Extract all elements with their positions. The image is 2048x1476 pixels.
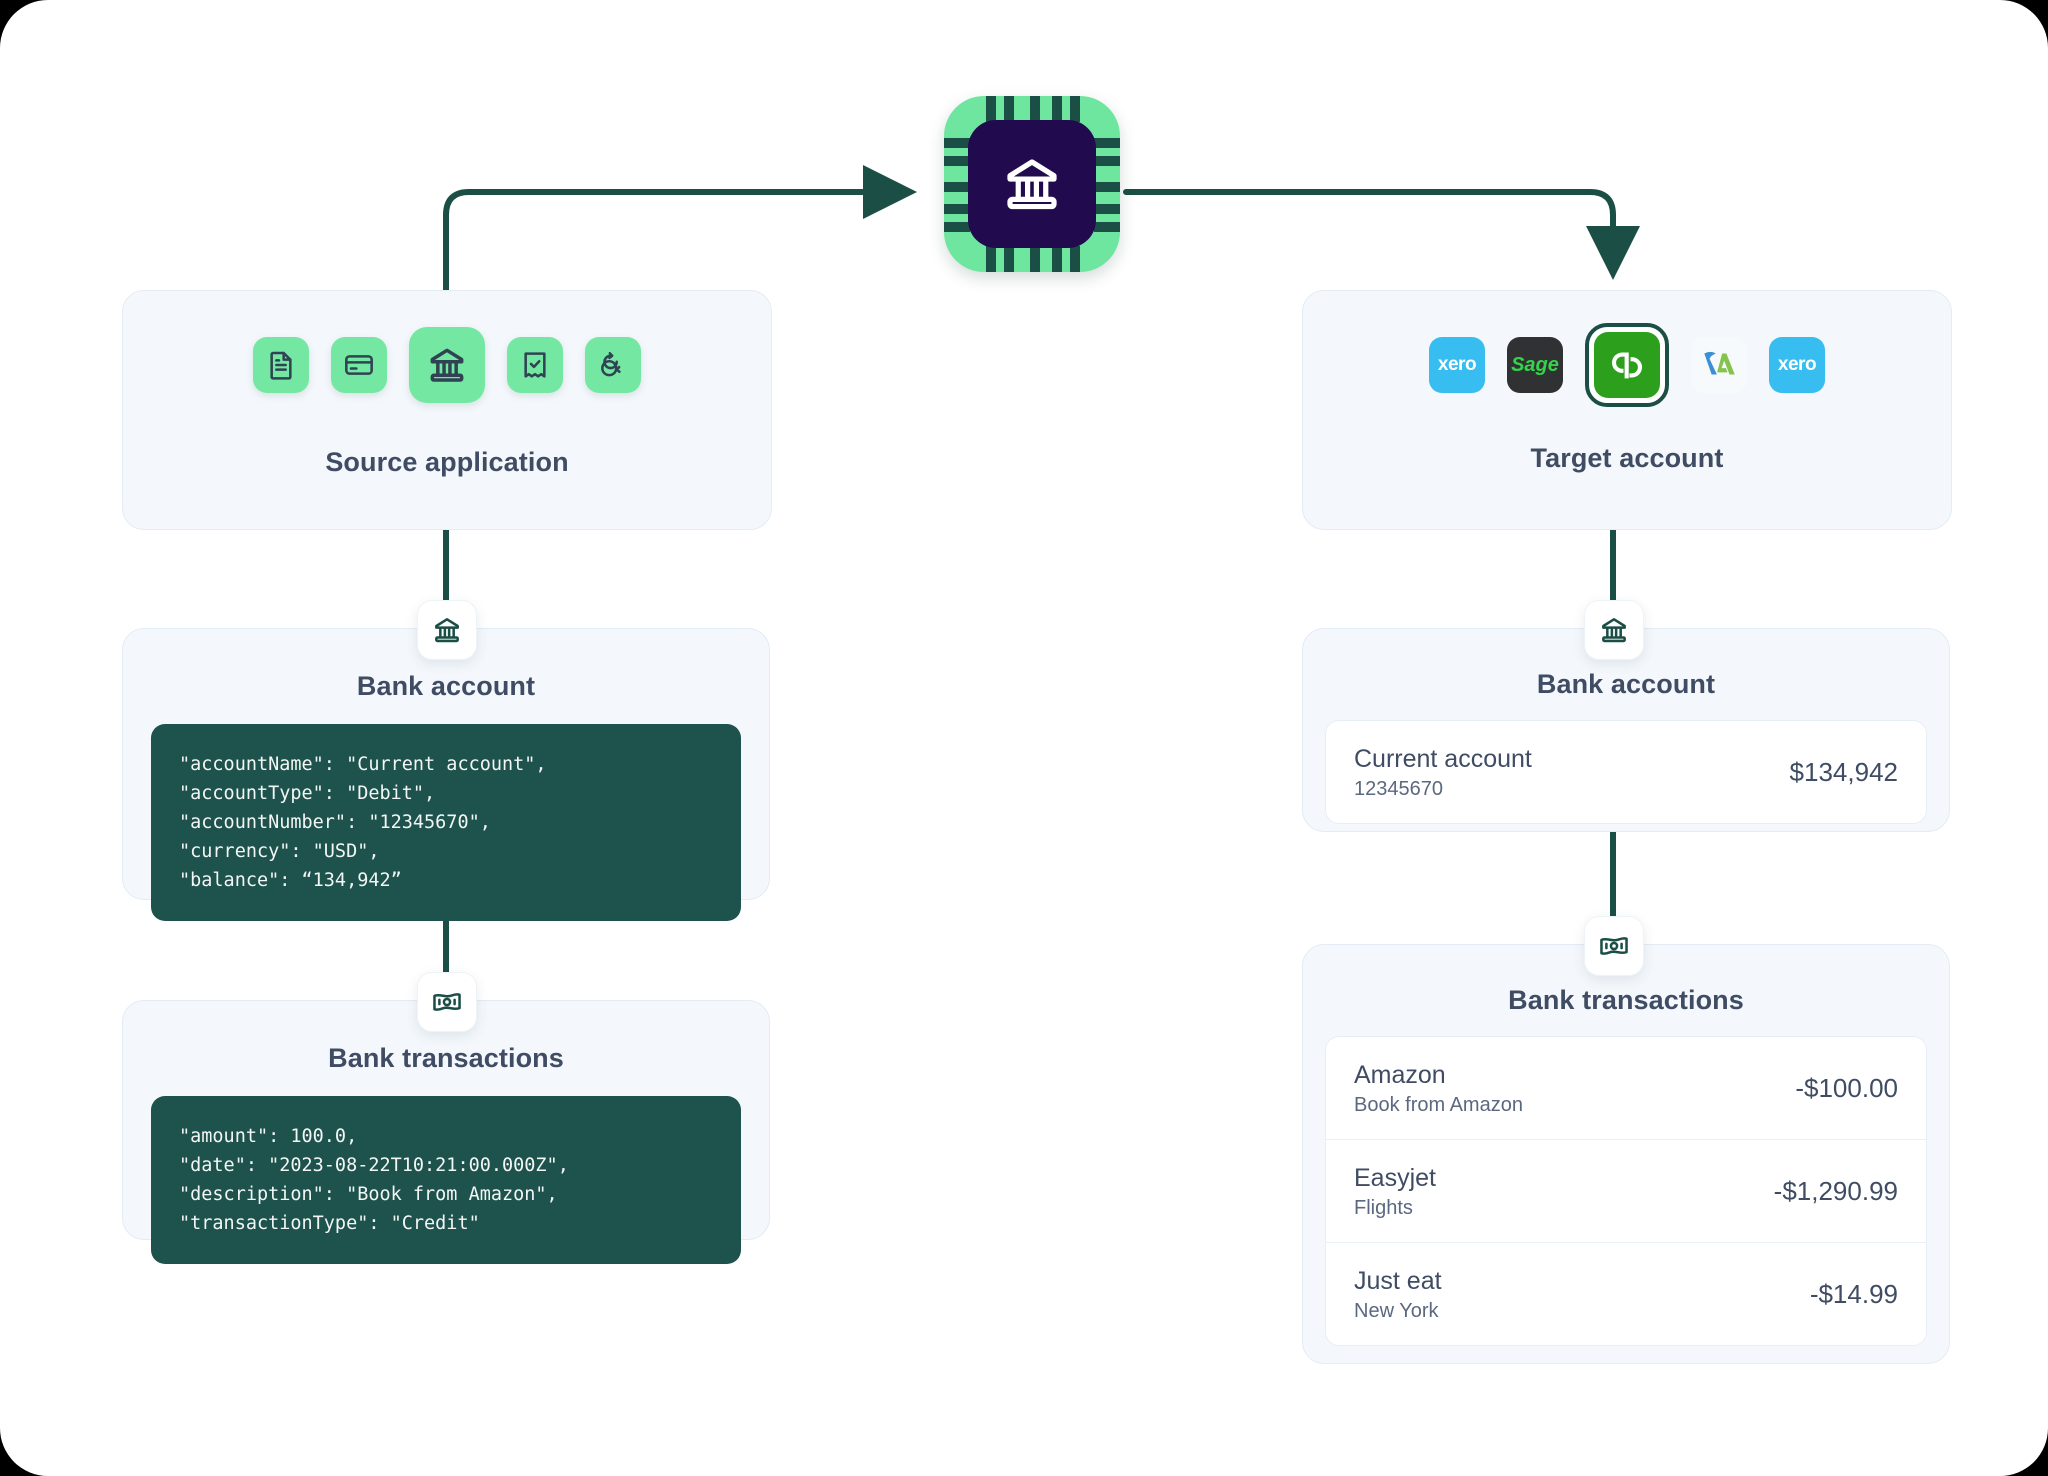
transaction-amount: -$14.99 [1809,1278,1898,1309]
bank-icon [435,618,459,643]
target-bank-account-title: Bank account [1536,669,1716,699]
transaction-row[interactable]: Just eat New York -$14.99 [1326,1242,1926,1345]
account-name: Current account [1354,745,1532,773]
source-bank-account-card: Bank account "accountName": "Current acc… [122,628,770,921]
source-bank-account-title: Bank account [356,671,536,701]
transaction-amount: -$1,290.99 [1773,1175,1898,1206]
integration-logo-quickbooks-selected[interactable] [1585,323,1669,407]
source-bank-transactions-title: Bank transactions [328,1043,564,1073]
transaction-row[interactable]: Easyjet Flights -$1,290.99 [1326,1139,1926,1242]
target-bank-account-badge [1584,600,1644,660]
freeagent-icon [1704,351,1735,375]
source-bank-transactions-code: "amount": 100.0, "date": "2023-08-22T10:… [151,1096,741,1264]
integration-logo-sage[interactable]: Sage [1507,337,1563,393]
target-transactions-list: Amazon Book from Amazon -$100.00 Easyjet… [1325,1036,1927,1346]
integration-label: xero [1777,354,1817,375]
central-bank-chip-icon [944,96,1120,272]
transaction-description: Flights [1354,1197,1413,1219]
transaction-name: Just eat [1354,1267,1442,1295]
account-row[interactable]: Current account 12345670 $134,942 [1326,721,1926,823]
source-app-tile-sync[interactable] [585,337,641,393]
source-app-tile-receipt[interactable] [507,337,563,393]
banknote-icon [433,993,461,1011]
target-account-panel: xero Sage xero [1302,290,1952,530]
credit-card-icon [345,355,373,375]
transaction-name: Amazon [1354,1061,1446,1089]
chip-core [968,120,1096,248]
integration-label: xero [1437,354,1477,375]
integration-logo-freeagent[interactable] [1691,337,1747,393]
source-app-tile-card[interactable] [331,337,387,393]
source-bank-account-badge [417,600,477,660]
bank-icon [1602,618,1626,643]
target-bank-account-card: Bank account Current account 12345670 $1… [1302,628,1950,832]
transaction-description: New York [1354,1300,1439,1322]
source-bank-transactions-badge [417,972,477,1032]
source-application-panel: Source application [122,290,772,530]
source-app-tile-document[interactable] [253,337,309,393]
integration-logo-xero[interactable]: xero [1429,337,1485,393]
quickbooks-icon [1611,352,1643,379]
transaction-amount: -$100.00 [1795,1072,1898,1103]
sync-icon [601,352,621,377]
integration-label: Sage [1511,353,1559,376]
banknote-icon [1600,937,1628,955]
target-bank-transactions-title: Bank transactions [1508,985,1744,1015]
transaction-name: Easyjet [1354,1164,1436,1192]
bank-icon [1007,159,1057,210]
target-account-list: Current account 12345670 $134,942 [1325,720,1927,824]
receipt-check-icon [524,352,546,378]
target-panel-title: Target account [1530,443,1724,473]
target-bank-transactions-card: Bank transactions Amazon Book from Amazo… [1302,944,1950,1364]
account-number: 12345670 [1354,778,1443,800]
source-app-tile-bank[interactable] [409,327,485,403]
transaction-description: Book from Amazon [1354,1094,1523,1116]
account-balance: $134,942 [1789,756,1898,787]
bank-icon [430,348,464,382]
document-icon [270,351,292,380]
integration-logo-xero[interactable]: xero [1769,337,1825,393]
source-bank-account-code: "accountName": "Current account", "accou… [151,724,741,921]
target-bank-transactions-badge [1584,916,1644,976]
transaction-row[interactable]: Amazon Book from Amazon -$100.00 [1326,1037,1926,1139]
quickbooks-mark [1594,332,1660,398]
source-panel-title: Source application [325,447,569,477]
source-bank-transactions-card: Bank transactions "amount": 100.0, "date… [122,1000,770,1264]
target-integration-logos: xero Sage xero [1303,323,1951,407]
source-app-tiles [123,327,771,403]
